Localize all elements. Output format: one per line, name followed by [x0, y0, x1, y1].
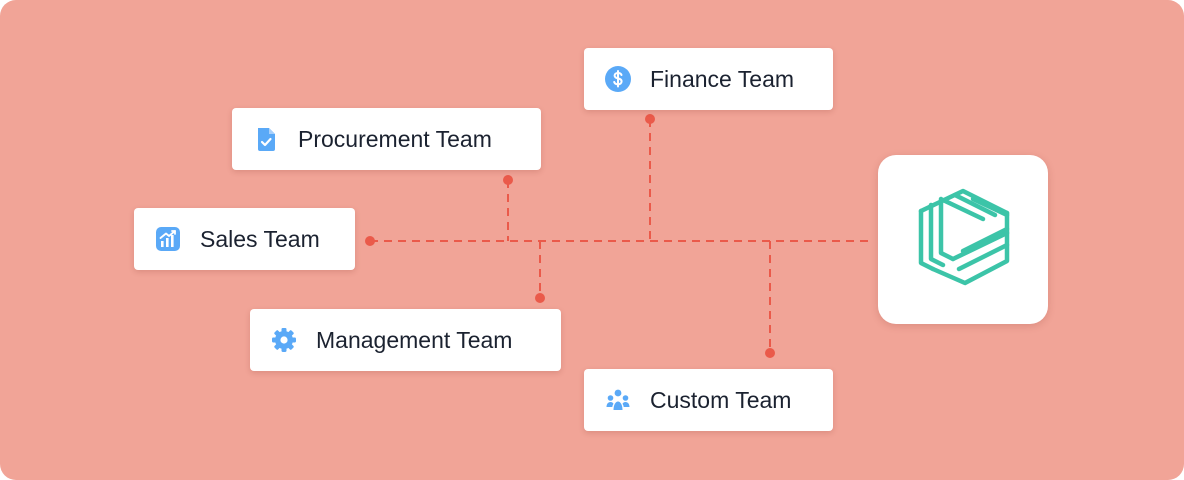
dollar-icon: [604, 65, 632, 93]
team-card-label: Management Team: [316, 326, 513, 353]
team-card-label: Procurement Team: [298, 125, 492, 152]
users-icon: [604, 386, 632, 414]
team-card-label: Sales Team: [200, 225, 320, 252]
finance-node: [645, 114, 655, 124]
sales-node: [365, 236, 375, 246]
team-card-label: Custom Team: [650, 386, 792, 413]
brand-logo-icon: [913, 181, 1013, 298]
hub-logo-tile: [878, 155, 1048, 324]
team-card-label: Finance Team: [650, 65, 795, 92]
team-card-custom[interactable]: Custom Team: [584, 369, 833, 431]
team-card-sales[interactable]: Sales Team: [134, 208, 355, 270]
gear-icon: [270, 326, 298, 354]
custom-node: [765, 348, 775, 358]
document-check-icon: [252, 125, 280, 153]
procurement-node: [503, 175, 513, 185]
chart-up-icon: [154, 225, 182, 253]
management-node: [535, 293, 545, 303]
team-card-management[interactable]: Management Team: [250, 309, 561, 371]
team-card-procurement[interactable]: Procurement Team: [232, 108, 541, 170]
team-card-finance[interactable]: Finance Team: [584, 48, 833, 110]
